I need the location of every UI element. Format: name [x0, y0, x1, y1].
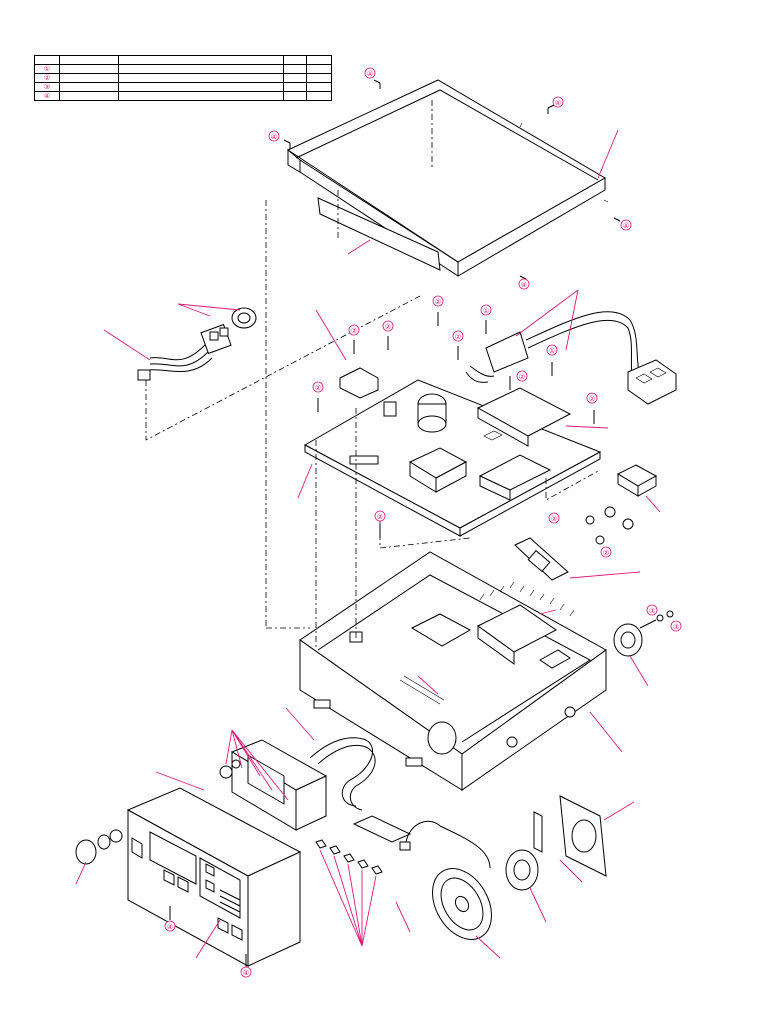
- screw-marker-s7: ①: [480, 304, 492, 316]
- front-panel: [126, 787, 302, 967]
- rear-panel-bracket: [514, 506, 634, 581]
- speaker: [432, 868, 492, 940]
- key-board: [315, 815, 491, 875]
- screw-legend-table: ① ② ③ ④: [34, 55, 332, 101]
- main-pcb: [303, 367, 602, 537]
- screw-marker-s16: ②: [548, 512, 560, 524]
- svg-text:②: ②: [551, 515, 557, 523]
- svg-text:②: ②: [351, 327, 357, 335]
- heat-sink-fins: [479, 581, 575, 617]
- power-cable-assembly: [465, 311, 677, 405]
- svg-text:②: ②: [385, 323, 391, 331]
- dc-cable-assembly: [137, 307, 257, 381]
- screw-marker-s5: ④: [518, 278, 530, 290]
- screw-marker-s18: ③: [646, 604, 658, 616]
- flat-cable: [309, 737, 376, 811]
- svg-text:④: ④: [623, 222, 629, 230]
- chassis: [299, 551, 607, 791]
- svg-text:②: ②: [603, 549, 609, 557]
- svg-text:④: ④: [555, 99, 561, 107]
- screws: [169, 79, 621, 968]
- svg-text:④: ④: [367, 70, 373, 78]
- screw-marker-s21: ④: [240, 966, 252, 978]
- screw-marker-s19: ③: [670, 620, 682, 632]
- svg-text:②: ②: [455, 333, 461, 341]
- svg-text:④: ④: [521, 281, 527, 289]
- top-cover: [286, 79, 609, 277]
- cushion-block: [616, 464, 658, 497]
- screw-marker-s4: ④: [620, 219, 632, 231]
- leader-lines: [75, 129, 661, 959]
- svg-text:①: ①: [483, 307, 489, 315]
- screw-marker-s6: ②: [432, 295, 444, 307]
- screw-marker-s15: ②: [374, 510, 386, 522]
- screw-marker-s17: ②: [600, 546, 612, 558]
- speaker-bracket: [533, 795, 607, 877]
- svg-text:③: ③: [649, 607, 655, 615]
- screw-marker-s2: ④: [552, 96, 564, 108]
- screw-marker-s1: ④: [364, 67, 376, 79]
- svg-text:②: ②: [315, 384, 321, 392]
- screw-marker-s9: ②: [382, 320, 394, 332]
- screw-marker-s12: ②: [312, 381, 324, 393]
- svg-text:②: ②: [435, 298, 441, 306]
- speaker-gasket: [505, 849, 539, 891]
- screw-marker-s20: ④: [164, 920, 176, 932]
- svg-text:②: ②: [519, 373, 525, 381]
- svg-text:②: ②: [589, 395, 595, 403]
- screw-marker-s14: ②: [586, 392, 598, 404]
- svg-text:④: ④: [167, 923, 173, 931]
- svg-text:④: ④: [271, 133, 277, 141]
- screw-marker-s13: ②: [516, 370, 528, 382]
- screw-marker-s3: ④: [268, 130, 280, 142]
- front-pcb: [219, 739, 328, 831]
- dc-jack: [613, 610, 674, 657]
- svg-text:④: ④: [243, 969, 249, 977]
- screw-marker-s11: ①: [546, 344, 558, 356]
- screw-marker-s10: ②: [452, 330, 464, 342]
- svg-text:③: ③: [673, 623, 679, 631]
- screw-marker-s8: ②: [348, 324, 360, 336]
- svg-text:②: ②: [377, 513, 383, 521]
- svg-text:①: ①: [549, 347, 555, 355]
- volume-knob: [75, 829, 123, 865]
